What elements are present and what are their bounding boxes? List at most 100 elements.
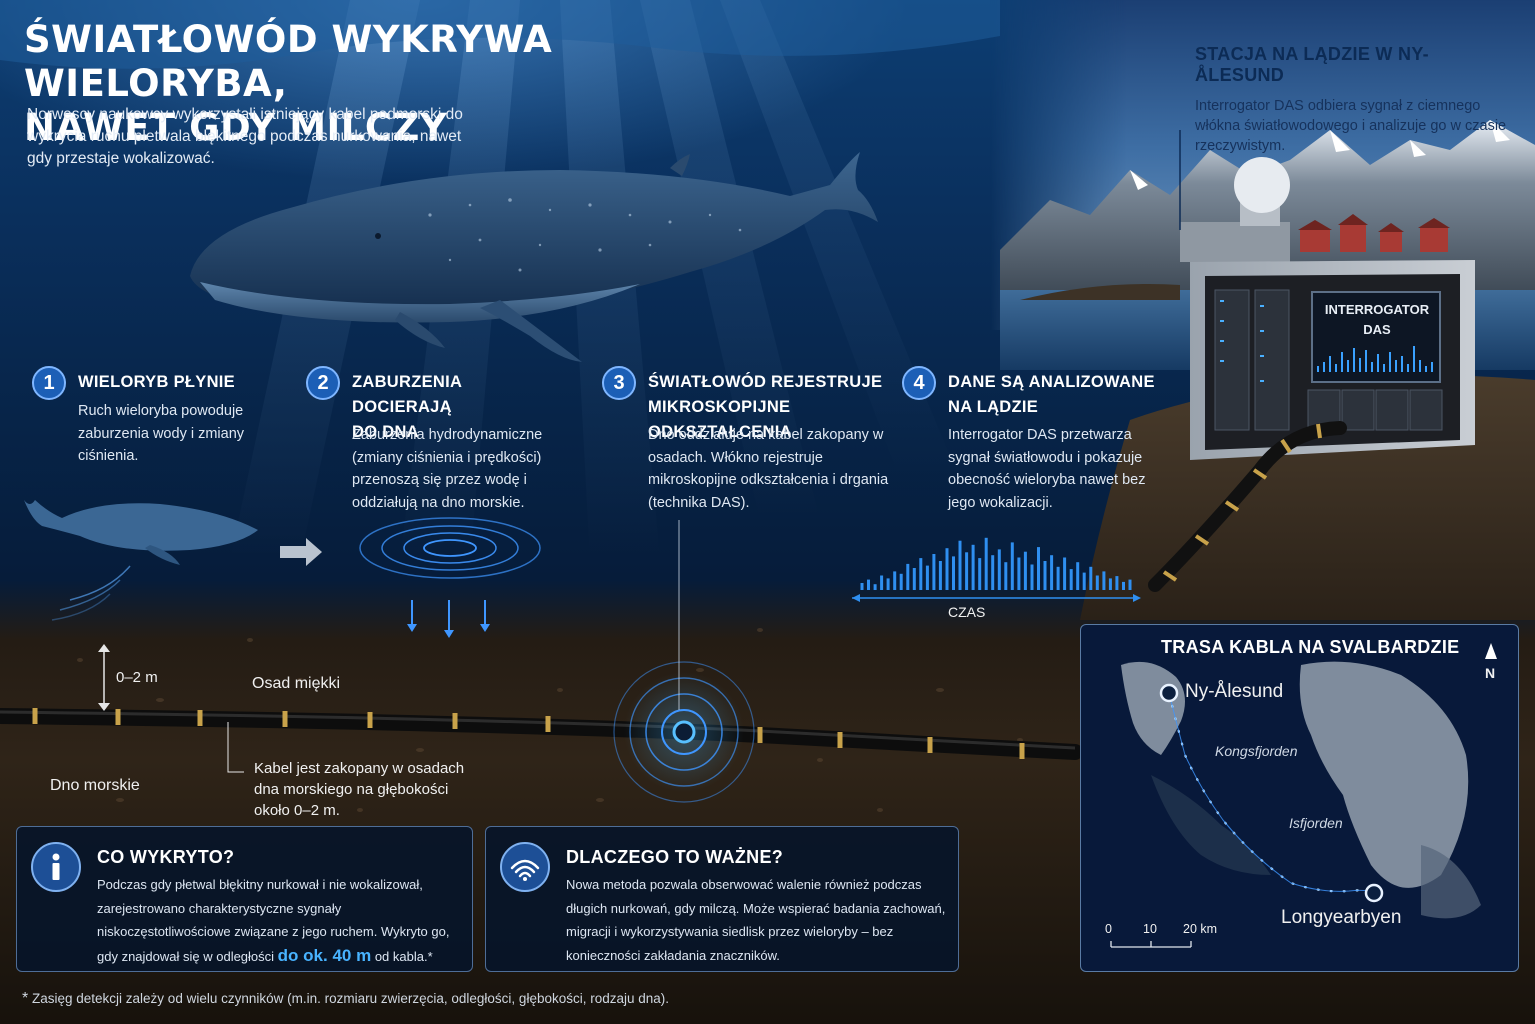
signal-bar — [1122, 581, 1125, 590]
signal-bar — [919, 558, 923, 590]
signal-waveform — [860, 537, 1132, 590]
signal-bar — [1017, 557, 1021, 590]
signal-bar — [880, 575, 884, 590]
signal-bar — [912, 568, 916, 590]
step-badge: 1 — [32, 366, 66, 400]
cable-route-map: TRASA KABLA NA SVALBARDZIE N Ny-Ålesund … — [1080, 624, 1519, 972]
signal-bar — [867, 579, 870, 590]
interrogator-label-line-2: DAS — [1363, 322, 1391, 337]
signal-bar — [971, 544, 975, 590]
signal-bar — [1076, 562, 1080, 590]
importance-panel: DLACZEGO TO WAŻNE? Nowa metoda pozwala o… — [485, 826, 959, 972]
map-graphic — [1110, 643, 1497, 948]
signal-wave-icon — [500, 842, 550, 892]
step-text: Dno oddziałuje na kabel zakopany w osada… — [648, 427, 889, 511]
signal-bar — [1095, 575, 1099, 590]
scale-label-0: 0 — [1105, 922, 1112, 936]
signal-bar — [906, 563, 910, 590]
footnote: * Zasięg detekcji zależy od wielu czynni… — [22, 990, 670, 1007]
signal-bar — [1004, 562, 1008, 590]
step-heading: WIELORYB PŁYNIE — [78, 373, 235, 391]
step-badge: 4 — [902, 366, 936, 400]
signal-bar — [925, 565, 929, 590]
step-badge: 2 — [306, 366, 340, 400]
signal-bar — [1037, 547, 1040, 590]
whale-illustration — [190, 152, 878, 362]
step-text: Zaburzenia hydrodynamiczne (zmiany ciśni… — [352, 427, 543, 511]
title-line-1: ŚWIATŁOWÓD WYKRYWA WIELORYBA, — [24, 18, 553, 105]
info-icon — [31, 842, 81, 892]
signal-bar — [886, 578, 890, 590]
map-label-ny-alesund: Ny-Ålesund — [1185, 681, 1284, 702]
signal-bar — [1108, 578, 1112, 590]
monitor-bars — [1317, 346, 1433, 372]
step-1: 1 WIELORYB PŁYNIE Ruch wieloryba powoduj… — [32, 366, 282, 476]
signal-bar — [1043, 561, 1047, 590]
signal-bar — [873, 584, 877, 590]
signal-bar — [1082, 572, 1086, 590]
signal-bar — [860, 583, 864, 590]
signal-bar — [952, 556, 955, 590]
signal-bar — [1030, 564, 1034, 590]
importance-text: Nowa metoda pozwala obserwować walenie r… — [566, 877, 946, 963]
north-arrow-icon — [1485, 643, 1497, 659]
time-axis-label: CZAS — [948, 604, 986, 620]
interrogator-label-line-1: INTERROGATOR — [1324, 302, 1430, 317]
map-label-kongsfjorden: Kongsfjorden — [1215, 743, 1298, 759]
signal-bar — [893, 571, 897, 590]
signal-bar — [1128, 579, 1132, 590]
signal-bar — [945, 548, 949, 590]
cable-note-leader — [227, 722, 244, 773]
map-label-isfjorden: Isfjorden — [1289, 815, 1343, 831]
step-badge: 3 — [602, 366, 636, 400]
distance-highlight: do ok. 40 m — [277, 945, 372, 965]
asterisk: * — [22, 990, 29, 1007]
signal-bar — [984, 537, 988, 590]
small-whale-illustration — [24, 500, 258, 621]
signal-bar — [899, 573, 903, 590]
signal-bar — [991, 555, 995, 590]
signal-bar — [1102, 571, 1106, 590]
pressure-arrows — [407, 600, 490, 638]
signal-bar — [1050, 555, 1054, 590]
signal-bar — [965, 552, 969, 590]
signal-bar — [1056, 566, 1060, 590]
scale-label-10: 10 — [1143, 922, 1157, 936]
step-text: Interrogator DAS przetwarza sygnał świat… — [948, 427, 1146, 511]
map-label-longyearbyen: Longyearbyen — [1281, 907, 1402, 928]
cable-note: Kabel jest zakopany w osadach dna morski… — [254, 760, 465, 819]
signal-bar — [938, 561, 942, 590]
water-surface — [0, 0, 1000, 69]
signal-bar — [958, 540, 962, 590]
map-heading: TRASA KABLA NA SVALBARDZIE — [1161, 637, 1460, 657]
signal-bar — [1069, 569, 1073, 590]
title-line-2: NAWET GDY MILCZY — [24, 106, 448, 149]
signal-axis — [852, 594, 1141, 602]
ripple-rings — [359, 517, 541, 579]
depth-label: 0–2 m — [116, 669, 158, 686]
interrogator-label: INTERROGATOR DAS — [1318, 300, 1436, 340]
north-label: N — [1485, 665, 1496, 681]
station-text: Interrogator DAS odbiera sygnał z ciemne… — [1195, 98, 1507, 154]
detected-text: Podczas gdy płetwal błękitny nurkował i … — [97, 877, 450, 965]
signal-bar — [1063, 557, 1067, 590]
arrow-icon — [280, 538, 322, 566]
page-title: ŚWIATŁOWÓD WYKRYWA WIELORYBA, NAWET GDY … — [24, 18, 724, 150]
step-text: Ruch wieloryba powoduje zaburzenia wody … — [78, 403, 245, 464]
page-subtitle: Norwescy naukowcy wykorzystali istniejąc… — [27, 106, 463, 167]
signal-bar — [997, 549, 1001, 590]
signal-bar — [1023, 551, 1027, 590]
signal-bar — [932, 554, 936, 590]
importance-heading: DLACZEGO TO WAŻNE? — [566, 847, 784, 867]
signal-bar — [1089, 566, 1093, 590]
detection-point — [613, 520, 755, 803]
scale-label-20: 20 km — [1183, 922, 1218, 936]
seabed-cable — [0, 708, 1083, 760]
station-heading: STACJA NA LĄDZIE W NY-ÅLESUND — [1195, 44, 1429, 85]
